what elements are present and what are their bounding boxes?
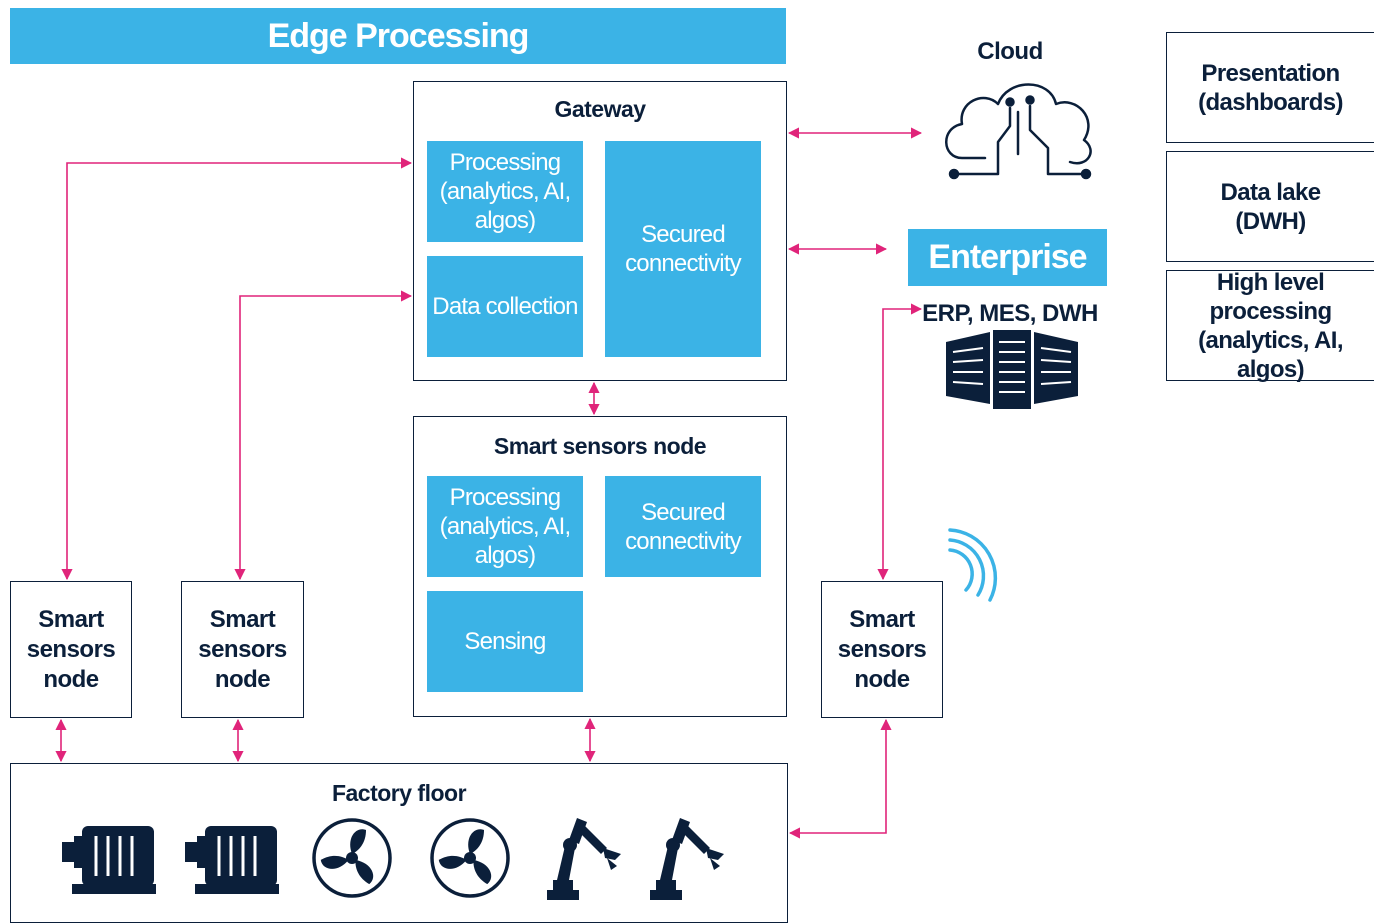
smart-sensors-node-left-1: Smart sensors node: [10, 581, 132, 718]
fan-icon: [312, 818, 392, 898]
smart-sensors-node-main-title: Smart sensors node: [493, 433, 707, 459]
server-rack-icon: [946, 330, 1078, 409]
node-sensing-block: Sensing: [427, 591, 583, 692]
motor-icon: [185, 826, 279, 894]
gateway-data-collection-block: Data collection: [427, 256, 583, 357]
robot-arm-icon: [650, 818, 724, 900]
smart-sensors-node-label: Smart sensors node: [198, 605, 287, 693]
enterprise-title: Enterprise: [928, 238, 1087, 276]
enterprise-banner: Enterprise: [908, 229, 1107, 286]
smart-sensors-node-label: Smart sensors node: [837, 605, 927, 693]
gateway-processing-block: Processing (analytics, AI, algos): [427, 141, 583, 242]
smart-sensors-node-right: Smart sensors node: [821, 581, 943, 718]
fan-icon: [430, 818, 510, 898]
node-sensing-label: Sensing: [464, 628, 546, 655]
smart-sensors-node-label: Smart sensors node: [26, 605, 116, 693]
high-level-processing-label: High level processing (analytics, AI, al…: [1198, 268, 1343, 383]
connector-node2-gateway: [234, 290, 413, 581]
presentation-label: Presentation (dashboards): [1198, 59, 1343, 116]
gateway-secured-connectivity-label: Secured connectivity: [625, 221, 742, 277]
factory-floor-title: Factory floor: [331, 780, 467, 806]
high-level-processing-box: High level processing (analytics, AI, al…: [1166, 268, 1374, 383]
gateway-secured-connectivity-block: Secured connectivity: [605, 141, 761, 357]
node-processing-label: Processing (analytics, AI, algos): [439, 484, 572, 569]
wireless-signal-icon: [948, 528, 998, 602]
connector-node3-enterprise: [877, 303, 923, 581]
node-secured-connectivity-label: Secured connectivity: [625, 498, 742, 555]
node-secured-connectivity-block: Secured connectivity: [605, 476, 761, 577]
node-processing-block: Processing (analytics, AI, algos): [427, 476, 583, 577]
cloud-label: Cloud: [977, 38, 1043, 65]
robot-arm-icon: [547, 818, 621, 900]
motor-icon: [62, 826, 156, 894]
data-lake-label: Data lake (DWH): [1220, 178, 1322, 235]
connector-factory-node3: [788, 718, 892, 839]
presentation-box: Presentation (dashboards): [1166, 32, 1374, 143]
edge-processing-title: Edge Processing: [267, 16, 530, 55]
data-lake-box: Data lake (DWH): [1166, 151, 1374, 262]
gateway-data-collection-label: Data collection: [432, 293, 578, 320]
smart-sensors-node-left-2: Smart sensors node: [181, 581, 304, 718]
enterprise-subtitle: ERP, MES, DWH: [922, 300, 1098, 327]
cloud-circuit-icon: [945, 83, 1092, 180]
gateway-processing-label: Processing (analytics, AI, algos): [439, 149, 572, 234]
gateway-title: Gateway: [554, 96, 646, 122]
connector-node1-gateway: [61, 157, 413, 581]
edge-processing-banner: Edge Processing: [10, 8, 786, 64]
